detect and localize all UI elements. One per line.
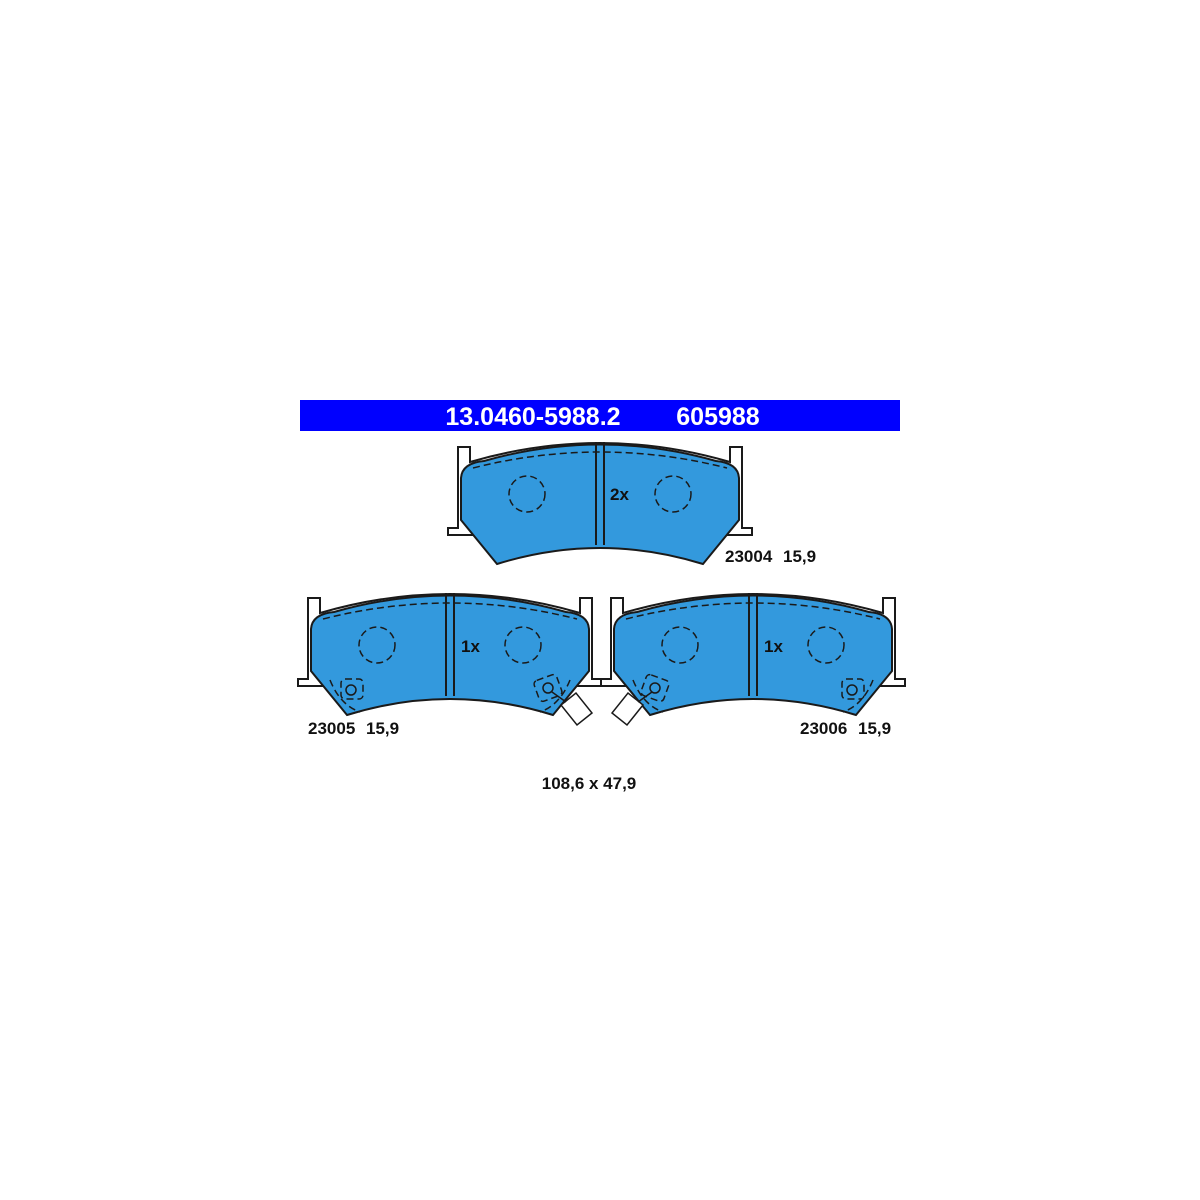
friction-material xyxy=(460,443,740,566)
piston-circle-right xyxy=(504,626,542,664)
pad-quantity: 1x xyxy=(461,637,480,656)
rivet-right xyxy=(841,678,865,700)
wear-sensor xyxy=(610,691,645,727)
sensor-mount-hole xyxy=(542,682,554,694)
friction-material xyxy=(613,594,893,717)
brake-pad-bottom-right: 1x xyxy=(600,593,906,727)
wear-sensor xyxy=(559,691,594,727)
piston-circle-right xyxy=(807,626,845,664)
piston-circle-left xyxy=(661,626,699,664)
pad-code: 23005 xyxy=(308,719,355,738)
sensor-mount xyxy=(533,673,563,703)
header-banner xyxy=(300,400,900,431)
reference-number: 605988 xyxy=(676,403,760,431)
pad-quantity: 1x xyxy=(764,637,783,656)
pad-code: 23006 xyxy=(800,719,847,738)
rivet-left-hole xyxy=(345,684,357,696)
chamfer-left xyxy=(329,679,361,713)
wear-edge xyxy=(472,451,728,469)
friction-material xyxy=(310,594,590,717)
sensor-mount-hole xyxy=(649,682,661,694)
brake-pad-bottom-left: 1x xyxy=(297,593,603,727)
sensor-mount xyxy=(640,673,670,703)
rivet-left xyxy=(340,678,364,700)
chamfer-right xyxy=(842,679,874,713)
piston-circle-left xyxy=(508,475,546,513)
pad-thickness: 15,9 xyxy=(366,719,399,738)
pad-dimensions: 108,6 x 47,9 xyxy=(542,774,637,793)
chamfer-left xyxy=(632,679,664,713)
pad-quantity: 2x xyxy=(610,485,629,504)
pad-thickness: 15,9 xyxy=(783,547,816,566)
part-number: 13.0460-5988.2 xyxy=(445,403,620,431)
wear-sensor-lead xyxy=(551,691,567,703)
wear-edge xyxy=(322,602,578,620)
wear-edge xyxy=(625,602,881,620)
chamfer-right xyxy=(539,679,571,713)
pad-code: 23004 xyxy=(725,547,773,566)
brake-pad-top: 2x xyxy=(447,442,753,566)
piston-circle-left xyxy=(358,626,396,664)
piston-circle-right xyxy=(654,475,692,513)
rivet-right-hole xyxy=(846,684,858,696)
pad-thickness: 15,9 xyxy=(858,719,891,738)
wear-sensor-lead xyxy=(637,691,653,703)
